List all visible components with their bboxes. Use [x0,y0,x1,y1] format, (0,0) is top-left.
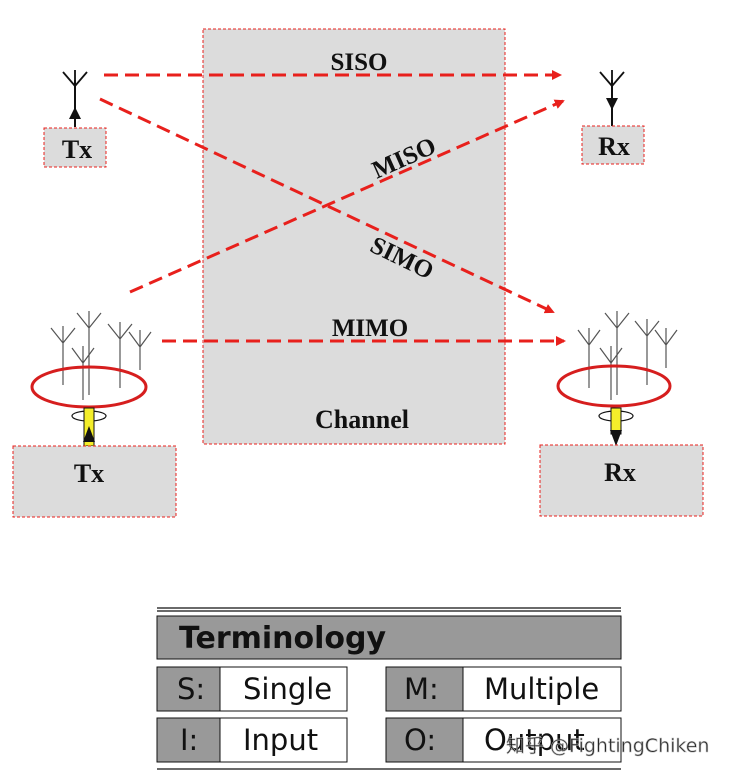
tx-single-label: Tx [62,135,92,164]
terminology-table: Terminology S: Single M: Multiple I: Inp… [156,607,622,770]
tx-multi-box: Tx [12,445,177,518]
tx-antenna-array [30,311,152,447]
tx-multi-label: Tx [74,459,104,488]
term-key-o: O: [404,723,436,757]
channel-block: Channel [202,28,506,445]
rx-single-box: Rx [581,125,645,165]
term-key-m: M: [404,672,439,706]
term-value-multiple: Multiple [484,672,599,706]
miso-arrow [129,99,565,294]
rx-antenna-array [556,311,678,446]
term-key-i: I: [180,723,198,757]
tx-single-antenna [62,70,88,127]
channel-label: Channel [315,405,409,434]
term-key-s: S: [177,672,205,706]
terminology-title: Terminology [179,621,387,656]
rx-array-ring [556,364,672,408]
terminology-header [156,615,622,660]
rx-single-antenna [599,70,625,127]
tx-single-box: Tx [43,127,107,168]
table-row: S: Single M: Multiple [156,666,622,712]
term-value-input: Input [243,723,318,757]
rx-single-label: Rx [598,132,630,161]
rx-multi-label: Rx [604,458,636,487]
term-value-single: Single [243,672,332,706]
tx-array-ring [30,365,148,409]
watermark: 知乎 @FightingChiken [506,735,709,757]
term-value-output: Output [484,723,585,757]
mimo-label: MIMO [332,315,408,342]
table-row: I: Input O: Output [156,717,622,763]
rx-multi-box: Rx [539,444,704,517]
siso-label: SISO [331,49,388,76]
